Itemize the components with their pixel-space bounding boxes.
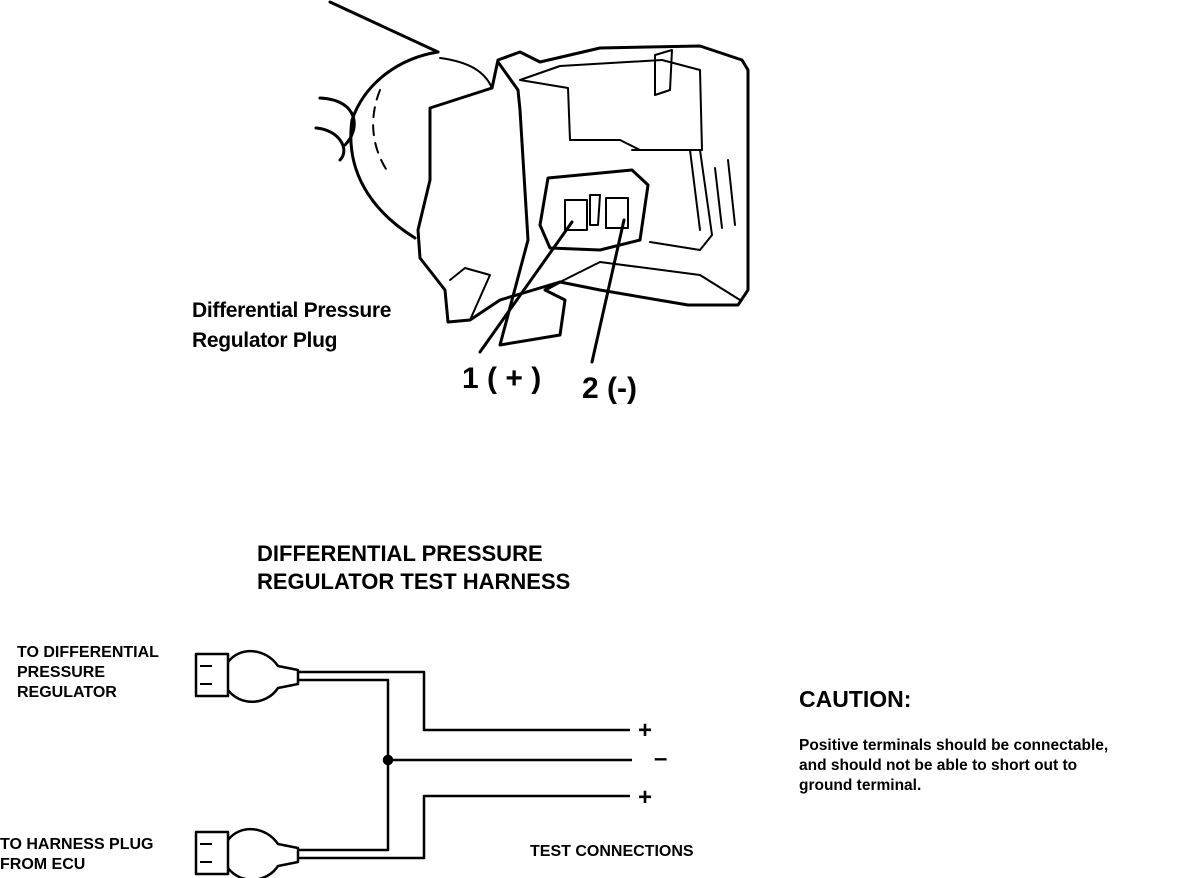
connector-face <box>496 60 567 347</box>
wire-bottom-common <box>298 760 390 852</box>
cable-outline <box>328 0 440 54</box>
positive-terminal-2: + <box>638 784 653 811</box>
harness-schematic <box>194 649 632 878</box>
pin2-label: 2 (-) <box>582 372 637 405</box>
connector-top <box>194 649 300 703</box>
to-regulator-label: TO DIFFERENTIAL PRESSURE REGULATOR <box>17 644 159 701</box>
connector-body <box>416 44 750 324</box>
latch-left <box>449 267 491 321</box>
positive-terminal-1: + <box>638 717 653 744</box>
terminal-2 <box>605 197 629 229</box>
pin1-leader <box>478 220 574 354</box>
right-slot <box>689 149 736 231</box>
socket-wall <box>631 149 713 251</box>
connector-illustration <box>314 0 750 364</box>
caution-title: CAUTION: <box>799 686 912 712</box>
boot-outline <box>349 50 440 240</box>
plug-label: Differential Pressure Regulator Plug <box>192 299 392 352</box>
cable-lower-edge <box>314 126 346 162</box>
face-inner <box>519 59 703 151</box>
terminal-key <box>589 194 601 226</box>
harness-title: DIFFERENTIAL PRESSURE REGULATOR TEST HAR… <box>257 541 571 594</box>
wire-bottom-positive <box>298 794 630 860</box>
socket-frame <box>538 168 650 252</box>
negative-terminal: – <box>654 745 668 772</box>
test-connections-label: TEST CONNECTIONS <box>530 843 694 860</box>
bottom-lip <box>559 261 741 301</box>
boot-inner <box>439 57 493 89</box>
junction-dot <box>382 754 394 766</box>
wire-top-common <box>298 678 390 760</box>
terminal-1 <box>564 199 588 231</box>
to-ecu-label: TO HARNESS PLUG FROM ECU <box>0 836 154 873</box>
wire-top-positive <box>298 670 630 732</box>
top-tab <box>654 49 673 96</box>
pin2-leader <box>590 218 626 364</box>
caution-body: Positive terminals should be connectable… <box>799 737 1109 794</box>
boot-dashed <box>372 89 391 176</box>
connector-bottom <box>194 827 300 878</box>
pin1-label: 1 ( + ) <box>462 362 542 395</box>
